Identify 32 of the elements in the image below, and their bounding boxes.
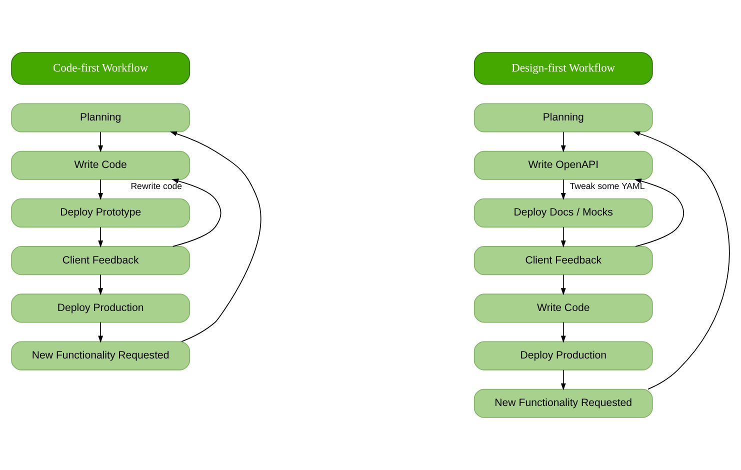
arrow [560, 131, 566, 152]
node-box: Client Feedback [11, 246, 190, 276]
node-box: Deploy Docs / Mocks [474, 198, 653, 228]
edge-label: Rewrite code [130, 181, 182, 192]
arrow [98, 274, 104, 296]
node-box: Code-first Workflow [11, 52, 190, 85]
arrow [98, 179, 104, 200]
arrow [98, 226, 104, 248]
node-box: Write Code [474, 294, 653, 323]
arrow [98, 322, 104, 343]
arrow [560, 179, 566, 200]
arrow [172, 178, 222, 247]
edge-label: Tweak some YAML [570, 181, 645, 192]
node-box: Deploy Production [474, 341, 653, 370]
node-box: Design-first Workflow [474, 52, 653, 85]
node-box: Planning [11, 103, 190, 132]
arrow [560, 369, 566, 390]
arrow [634, 178, 684, 247]
arrow [560, 274, 566, 296]
node-box: Write OpenAPI [474, 150, 653, 180]
node-box: Write Code [11, 150, 190, 180]
node-box: Client Feedback [474, 246, 653, 276]
arrow [170, 131, 262, 342]
node-box: New Functionality Requested [11, 341, 190, 370]
arrow [560, 322, 566, 343]
node-box: Deploy Prototype [11, 198, 190, 228]
arrow [633, 131, 730, 390]
node-box: New Functionality Requested [474, 388, 653, 418]
node-box: Deploy Production [11, 294, 190, 323]
node-box: Planning [474, 103, 653, 132]
arrow [98, 131, 104, 152]
arrow [560, 226, 566, 248]
